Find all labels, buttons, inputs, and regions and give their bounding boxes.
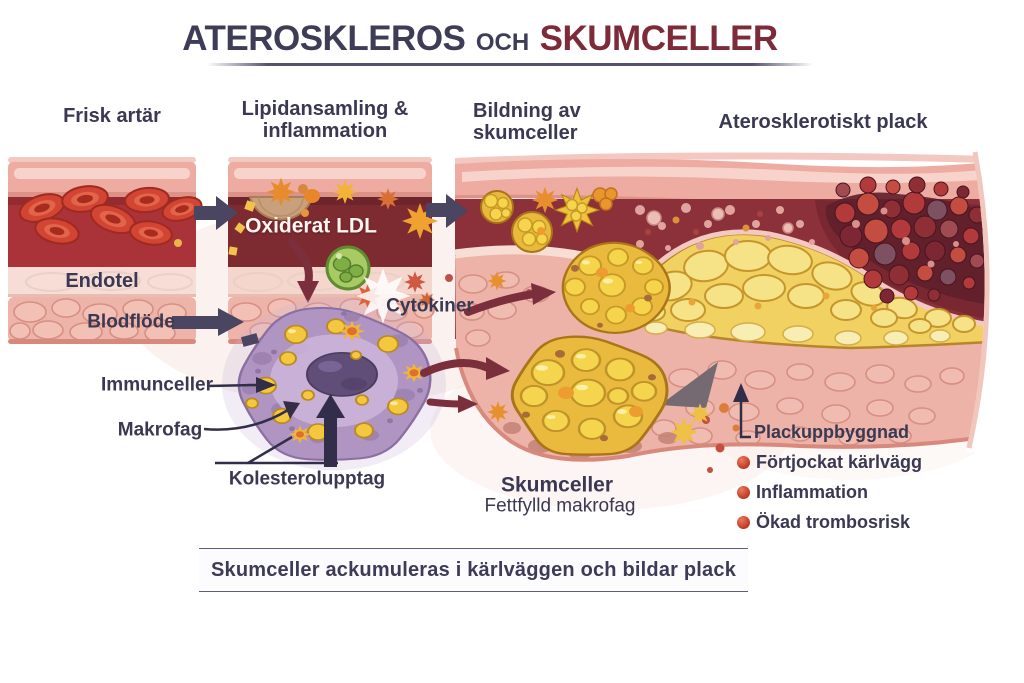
- upper-foam-cell-illustration: [561, 241, 671, 334]
- oxidized-ldl-particles: [228, 180, 438, 256]
- immunceller-label: Immunceller: [101, 374, 213, 396]
- caption-banner: Skumceller ackumuleras i kärlväggen och …: [199, 548, 748, 592]
- cell-edge-stub: [240, 333, 260, 347]
- foam-cell-illustration: [510, 335, 669, 456]
- monocyte-icon: [325, 245, 371, 291]
- title-underline: [207, 63, 813, 66]
- column-header-frisk-artar: Frisk artär: [63, 105, 161, 127]
- risk-item-inflammation: Inflammation: [756, 482, 869, 503]
- kolesterolupptag-label: Kolesterolupptag: [228, 468, 386, 490]
- red-blood-cells: [18, 185, 203, 246]
- cytokine-arrows: [420, 290, 538, 408]
- skumceller-label: Skumceller: [500, 473, 614, 497]
- oxiderat-ldl-label: Oxiderat LDL: [245, 214, 377, 238]
- kolesterol-pointer: [215, 394, 345, 467]
- risk-bullet-icon: [737, 516, 750, 529]
- risk-item-fortjockat: Förtjockat kärlvägg: [756, 452, 923, 473]
- thrombus-cells: [825, 176, 986, 304]
- cytokiner-label: Cytokiner: [386, 295, 474, 317]
- blodflode-label: Blodflöde: [87, 311, 175, 333]
- flow-arrow-2: [426, 194, 468, 228]
- immunceller-pointer: [207, 377, 276, 393]
- column-header-lipidansamling: Lipidansamling &inflammation: [241, 98, 409, 142]
- lipid-droplets: [245, 318, 426, 444]
- title-accent: SKUMCELLER: [539, 19, 779, 58]
- risk-bullet-icon: [737, 486, 750, 499]
- plaque-buildup-arrow: [733, 383, 751, 439]
- title-connector: och: [475, 29, 530, 56]
- plackuppbyggnad-label: Plackuppbyggnad: [754, 422, 910, 443]
- plaque-fissure-shadow: [660, 362, 718, 408]
- makrofag-pointer: [203, 401, 300, 431]
- cytokine-arrowheads: [458, 283, 556, 413]
- lumen-particles: [635, 203, 815, 251]
- healthy-artery-illustration: [8, 157, 203, 344]
- blood-flow-arrow: [172, 308, 244, 336]
- flow-arrow-1: [194, 196, 238, 230]
- page-title: ATEROSKLEROS och SKUMCELLER: [182, 19, 779, 59]
- risk-bullet-icon: [737, 456, 750, 469]
- lipid-deposit: [248, 177, 314, 221]
- fettfylld-makrofag-label: Fettfylld makrofag: [484, 495, 636, 517]
- cell-nucleus: [306, 351, 378, 397]
- title-main: ATEROSKLEROS: [182, 19, 466, 58]
- endotel-label: Endotel: [65, 270, 139, 292]
- macrophage-illustration: [222, 297, 446, 471]
- caption-text: Skumceller ackumuleras i kärlväggen och …: [210, 558, 737, 581]
- makrofag-label: Makrofag: [117, 419, 203, 441]
- risk-item-trombosrisk: Ökad trombosrisk: [756, 512, 911, 533]
- arrow-into-wall: [287, 238, 319, 303]
- column-header-plack: Aterosklerotiskt plack: [718, 111, 928, 133]
- plaque-artery-illustration: [445, 148, 1024, 462]
- foam-cells-in-lumen: [480, 186, 618, 253]
